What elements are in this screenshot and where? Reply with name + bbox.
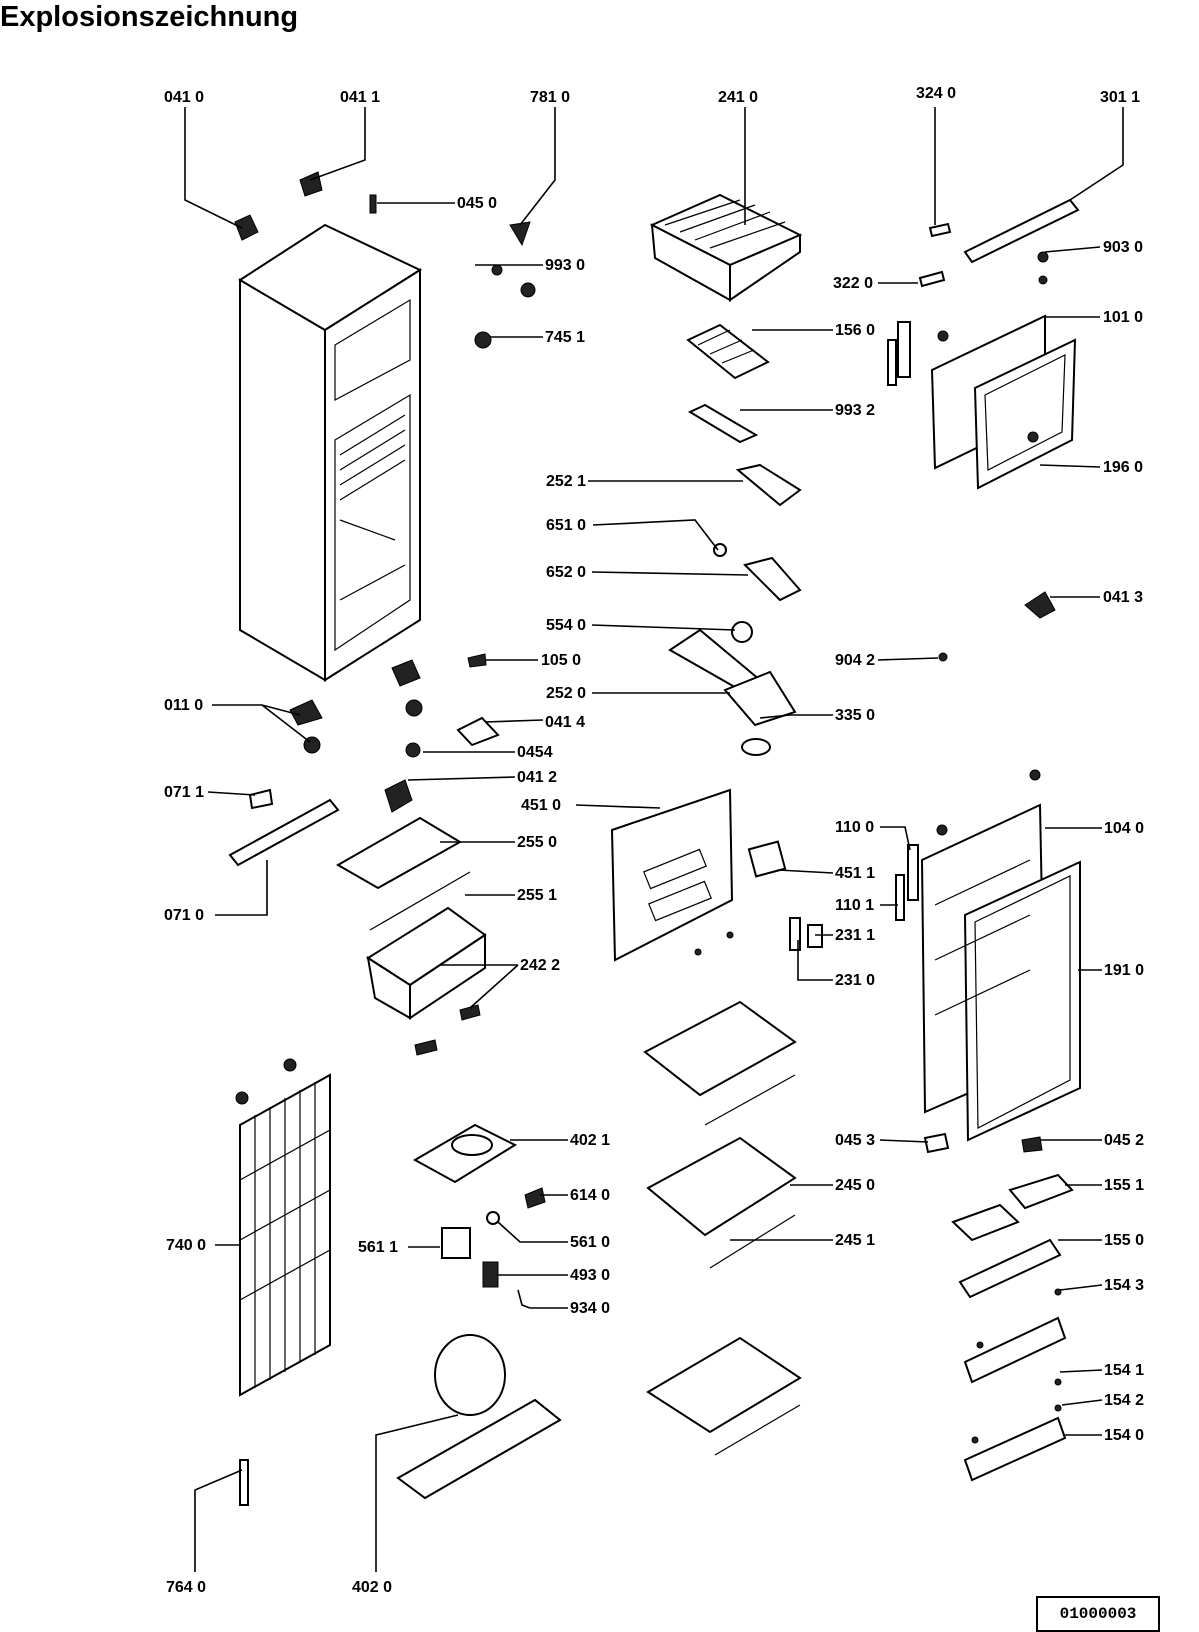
part-label: 110 0: [835, 819, 874, 836]
part-label: 041 4: [545, 714, 585, 731]
part-label: 322 0: [833, 275, 873, 292]
crisper-drawer: [366, 906, 487, 1020]
compressor: [396, 1334, 562, 1500]
part-label: 402 0: [352, 1579, 392, 1596]
part-label: 045 2: [1104, 1132, 1144, 1149]
ice-tray: [686, 323, 770, 380]
part-label: 071 1: [164, 784, 204, 801]
part-label: 155 0: [1104, 1232, 1144, 1249]
part-label: 242 2: [520, 957, 560, 974]
part-label: 231 1: [835, 927, 875, 944]
document-id-box: 01000003: [1036, 1596, 1160, 1632]
part-label: 903 0: [1103, 239, 1143, 256]
part-label: 0454: [517, 744, 553, 761]
part-label: 255 0: [517, 834, 557, 851]
part-label: 154 2: [1104, 1392, 1144, 1409]
part-label: 451 1: [835, 865, 875, 882]
thermostat-group: [668, 403, 802, 756]
part-label: 934 0: [570, 1300, 610, 1317]
part-label: 154 1: [1104, 1362, 1144, 1379]
cabinet: [238, 223, 423, 682]
part-label: 104 0: [1104, 820, 1144, 837]
part-label: 335 0: [835, 707, 875, 724]
part-label: 301 1: [1100, 89, 1140, 106]
part-label: 154 0: [1104, 1427, 1144, 1444]
part-label: 071 0: [164, 907, 204, 924]
part-label: 561 1: [358, 1239, 398, 1256]
part-label: 324 0: [916, 85, 956, 102]
page-title: Explosionszeichnung: [0, 1, 299, 33]
part-label: 651 0: [546, 517, 586, 534]
part-label: 196 0: [1103, 459, 1143, 476]
part-label: 993 2: [835, 402, 875, 419]
part-label: 241 0: [718, 89, 758, 106]
part-label: 614 0: [570, 1187, 610, 1204]
drain-tray: [412, 1123, 518, 1184]
part-label: 252 1: [546, 473, 586, 490]
part-label: 554 0: [546, 617, 586, 634]
part-label: 245 1: [835, 1232, 875, 1249]
part-label: 904 2: [835, 652, 875, 669]
part-label: 105 0: [541, 652, 581, 669]
part-label: 740 0: [166, 1237, 206, 1254]
freezer-shelf: [649, 193, 803, 302]
part-label: 041 3: [1103, 589, 1143, 606]
part-label: 041 1: [340, 89, 380, 106]
part-label: 781 0: [530, 89, 570, 106]
part-label: 045 0: [457, 195, 497, 212]
part-label: 561 0: [570, 1234, 610, 1251]
wire-shelves: [643, 1000, 802, 1456]
part-label: 155 1: [1104, 1177, 1144, 1194]
part-label: 993 0: [545, 257, 585, 274]
part-label: 101 0: [1103, 309, 1143, 326]
part-label: 252 0: [546, 685, 586, 702]
part-label: 745 1: [545, 329, 585, 346]
part-label: 245 0: [835, 1177, 875, 1194]
part-label: 041 0: [164, 89, 204, 106]
door-bins: [951, 1173, 1074, 1482]
part-label: 045 3: [835, 1132, 875, 1149]
part-label: 451 0: [521, 797, 561, 814]
part-label: 156 0: [835, 322, 875, 339]
part-label: 493 0: [570, 1267, 610, 1284]
part-label: 191 0: [1104, 962, 1144, 979]
part-label: 652 0: [546, 564, 586, 581]
part-label: 255 1: [517, 887, 557, 904]
freezer-door: [930, 314, 1077, 490]
part-label: 764 0: [166, 1579, 206, 1596]
part-label: 110 1: [835, 897, 874, 914]
part-label: 041 2: [517, 769, 557, 786]
part-label: 011 0: [164, 697, 203, 714]
fridge-door: [920, 803, 1081, 1142]
evaporator-plate: [610, 788, 734, 962]
small-parts: [228, 171, 1062, 1506]
part-label: 154 3: [1104, 1277, 1144, 1294]
part-label: 231 0: [835, 972, 875, 989]
leader-lines: [184, 107, 1124, 1572]
condenser: [239, 1073, 331, 1397]
part-labels: 041 0 041 1 781 0 241 0 324 0 301 1 045 …: [164, 85, 1144, 1596]
handle-bar: [963, 198, 1080, 264]
part-label: 402 1: [570, 1132, 610, 1149]
